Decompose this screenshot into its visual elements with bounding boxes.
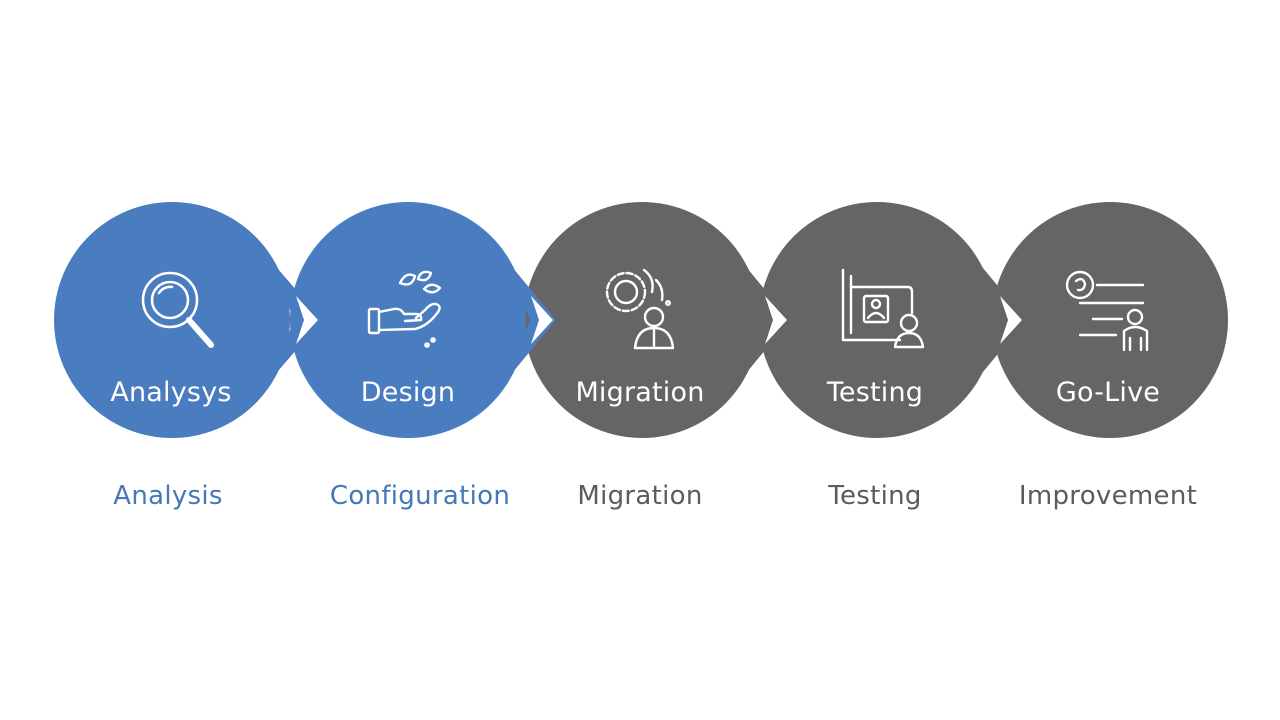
step-title-1: Analysys — [110, 377, 232, 408]
step-caption-3: Migration — [577, 481, 703, 511]
step-circle-4 — [759, 202, 1026, 438]
step-title-4: Testing — [826, 377, 924, 408]
step-title-3: Migration — [575, 377, 705, 408]
step-title-5: Go-Live — [1055, 377, 1161, 408]
step-circle-3 — [524, 202, 790, 438]
step-caption-2: Configuration — [329, 481, 511, 511]
step-title-2: Design — [360, 377, 456, 408]
board-person-icon — [841, 268, 925, 349]
step-caption-1: Analysis — [113, 481, 223, 511]
step-caption-4: Testing — [828, 481, 922, 511]
step-caption-5: Improvement — [1018, 481, 1198, 511]
target-person-icon — [1065, 270, 1149, 352]
gear-person-icon — [605, 268, 675, 350]
step-circle-1 — [54, 202, 322, 438]
magnifier-icon — [141, 271, 214, 348]
hand-with-leaves-icon — [367, 270, 442, 348]
